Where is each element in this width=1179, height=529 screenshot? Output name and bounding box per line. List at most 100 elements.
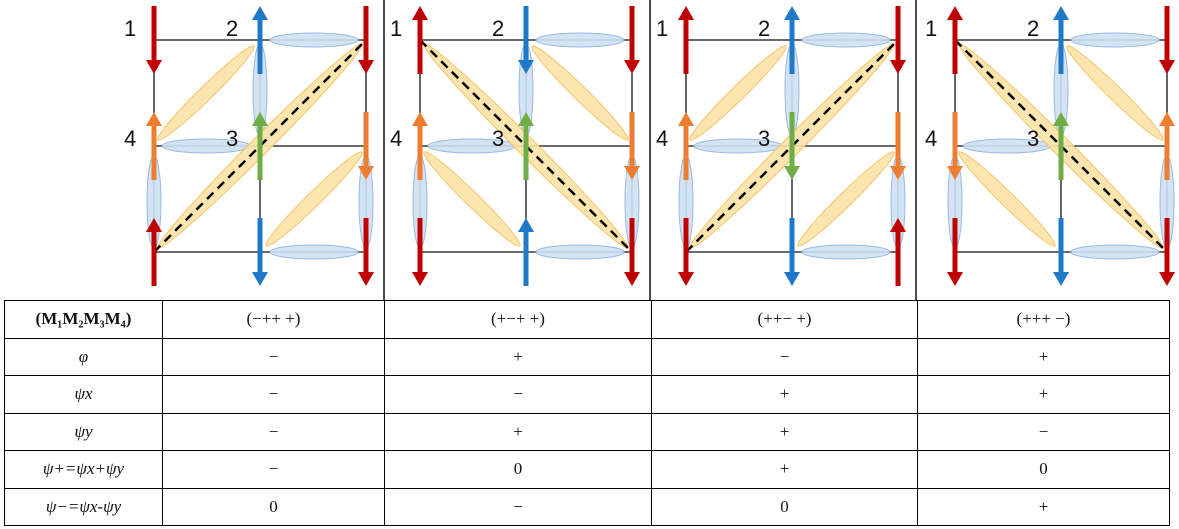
table-cell: − (384, 487, 652, 526)
site-label: 3 (758, 126, 770, 151)
diagonal-dashed-line (954, 39, 1168, 253)
spin-arrow-bot-mid (518, 218, 534, 286)
diagonal-dashed-line (153, 39, 367, 253)
table-cell: + (384, 412, 652, 451)
spin-arrow-top-mid (518, 6, 534, 74)
site-label: 3 (226, 126, 238, 151)
orbital-ellipse (1070, 244, 1160, 260)
diagonal-dashed-line (419, 39, 633, 253)
orbital-ellipse (958, 151, 1056, 247)
table-row: φ − + − + (4, 337, 1170, 376)
header-col: (+++ −) (917, 300, 1170, 339)
site-label: 2 (758, 16, 770, 41)
spin-arrow-top-left (947, 6, 963, 74)
table-cell: − (162, 412, 385, 451)
table-cell: 0 (162, 487, 385, 526)
site-label: 2 (226, 16, 238, 41)
spin-arrow-bot-left (947, 218, 963, 286)
spin-arrow-top-right (1159, 6, 1175, 74)
spin-arrow-top-right (890, 6, 906, 74)
spin-arrow-mid-right (1159, 112, 1175, 180)
table-cell: − (917, 412, 1170, 451)
table-cell: 0 (384, 450, 652, 489)
spin-arrow-mid-right (358, 112, 374, 180)
spin-arrow-mid-left (678, 112, 694, 180)
row-label: ψ+=ψx+ψy (4, 450, 163, 489)
spin-arrow-top-mid (1053, 6, 1069, 74)
configuration-panel: 1 2 3 4 (390, 6, 640, 286)
orbital-ellipse (797, 151, 895, 247)
spin-arrow-mid-left (412, 112, 428, 180)
spin-arrow-top-right (624, 6, 640, 74)
row-label: ψy (4, 412, 163, 451)
orbital-ellipse (531, 45, 629, 141)
spin-arrow-bot-mid (1053, 218, 1069, 286)
table-cell: − (162, 375, 385, 414)
spin-arrow-top-mid (784, 6, 800, 74)
spin-arrow-bot-mid (784, 218, 800, 286)
spin-arrow-bot-mid (252, 218, 268, 286)
site-label: 1 (390, 16, 402, 41)
spin-arrow-mid-left (146, 112, 162, 180)
spin-arrow-mid-left (947, 112, 963, 180)
table-cell: 0 (917, 450, 1170, 489)
header-col: (+−+ +) (384, 300, 652, 339)
table-cell: + (917, 487, 1170, 526)
table-header-row: (M₁M₂M₃M₄) (−++ +) (+−+ +) (++− +) (+++ … (4, 300, 1170, 339)
table-cell: − (384, 375, 652, 414)
orbital-ellipse (801, 244, 891, 260)
spin-arrow-top-right (358, 6, 374, 74)
spin-arrow-bot-right (358, 218, 374, 286)
orbital-ellipse (535, 32, 625, 48)
spin-arrow-mid-right (890, 112, 906, 180)
orbital-ellipse (269, 32, 359, 48)
site-label: 3 (492, 126, 504, 151)
table-cell: + (917, 337, 1170, 376)
orbital-ellipse (801, 32, 891, 48)
site-label: 4 (925, 126, 937, 151)
table-cell: − (651, 337, 918, 376)
site-label: 2 (492, 16, 504, 41)
table-cell: + (917, 375, 1170, 414)
spin-arrow-mid-mid (252, 112, 268, 180)
table-row: ψ−=ψx-ψy 0 − 0 + (4, 487, 1170, 526)
orbital-ellipse (265, 151, 363, 247)
header-label: (M₁M₂M₃M₄) (4, 300, 163, 339)
orbital-ellipse (157, 45, 255, 141)
spin-arrow-bot-right (624, 218, 640, 286)
spin-arrow-bot-left (678, 218, 694, 286)
site-label: 2 (1027, 16, 1039, 41)
site-label: 4 (124, 126, 136, 151)
site-label: 4 (390, 126, 402, 151)
table-cell: + (651, 412, 918, 451)
orbital-ellipse (423, 151, 521, 247)
spin-arrow-bot-left (146, 218, 162, 286)
table-row: ψ+=ψx+ψy − 0 + 0 (4, 450, 1170, 489)
spin-arrow-top-mid (252, 6, 268, 74)
table-row: ψy − + + − (4, 412, 1170, 451)
spin-arrow-top-left (146, 6, 162, 74)
row-label: φ (4, 337, 163, 376)
orbital-ellipse (689, 45, 787, 141)
site-label: 1 (925, 16, 937, 41)
configuration-panel: 1 2 3 4 (124, 6, 374, 286)
spin-arrow-top-left (412, 6, 428, 74)
symmetry-table: (M₁M₂M₃M₄) (−++ +) (+−+ +) (++− +) (+++ … (4, 300, 1170, 526)
spin-arrow-mid-mid (784, 112, 800, 180)
site-label: 1 (124, 16, 136, 41)
spin-arrow-mid-mid (1053, 112, 1069, 180)
table-cell: 0 (651, 487, 918, 526)
table-cell: + (651, 450, 918, 489)
table-cell: + (651, 375, 918, 414)
site-label: 1 (656, 16, 668, 41)
orbital-ellipse (1066, 45, 1164, 141)
header-col: (++− +) (651, 300, 918, 339)
spin-arrow-bot-right (890, 218, 906, 286)
row-label: ψ−=ψx-ψy (4, 487, 163, 526)
spin-arrow-bot-right (1159, 218, 1175, 286)
site-label: 4 (656, 126, 668, 151)
orbital-ellipse (1070, 32, 1160, 48)
table-row: ψx − − + + (4, 375, 1170, 414)
configuration-panel: 1 2 3 4 (656, 6, 906, 286)
